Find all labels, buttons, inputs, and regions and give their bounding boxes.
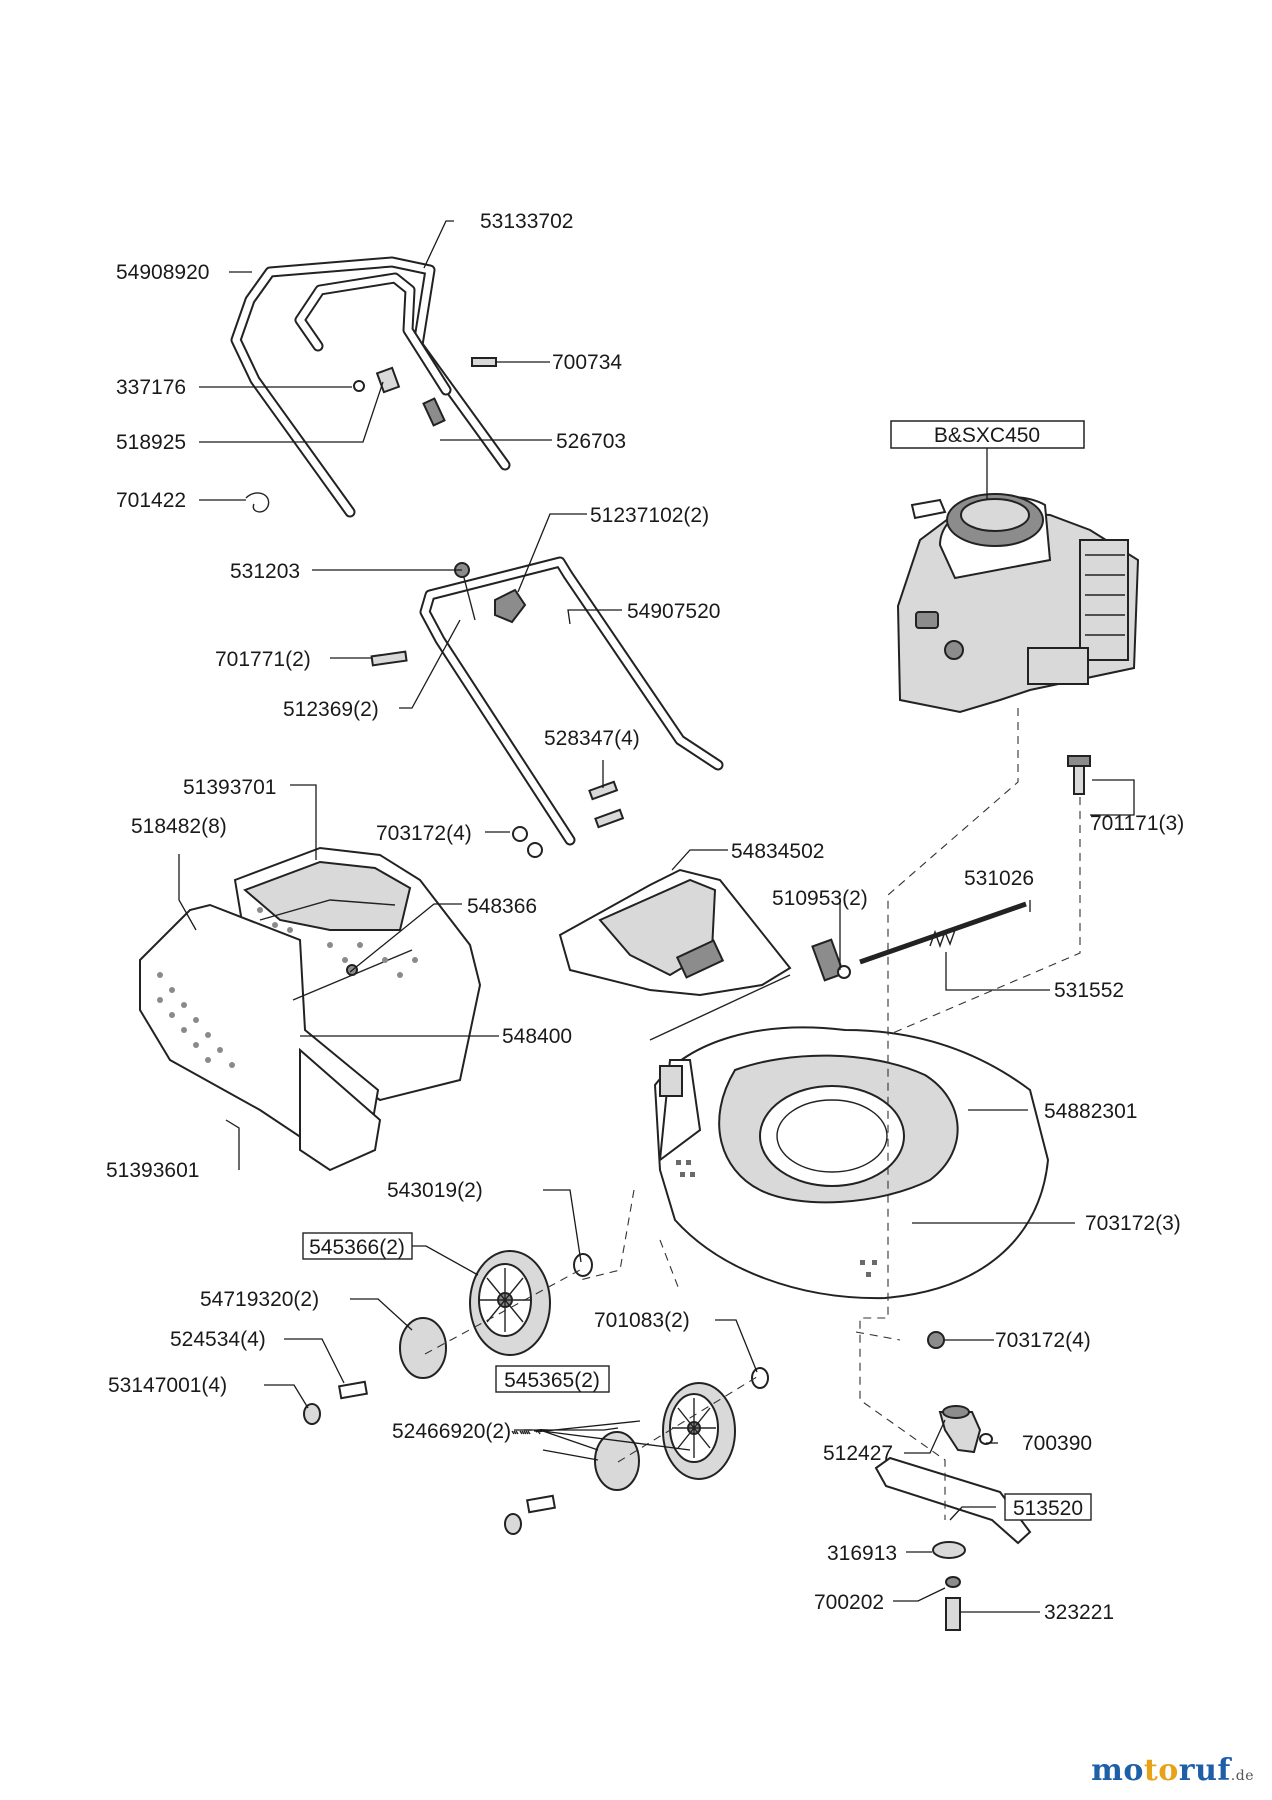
rear-wheel-545366	[469, 1250, 551, 1356]
label-513520: 513520	[1013, 1497, 1083, 1520]
label-316913: 316913	[827, 1542, 897, 1565]
leader-lines	[178, 220, 1135, 1613]
grass-bag-dot-pattern	[157, 907, 418, 1068]
watermark-mo: mo	[1091, 1753, 1144, 1788]
label-703172-4b: 703172(4)	[995, 1329, 1091, 1352]
label-545365: 545365(2)	[504, 1369, 600, 1392]
label-52466920: 52466920(2)	[392, 1420, 511, 1443]
engine-illustration	[896, 493, 1140, 714]
box-545366	[302, 1232, 413, 1260]
label-518482: 518482(8)	[131, 815, 227, 838]
label-53147001: 53147001(4)	[108, 1374, 227, 1397]
label-700390: 700390	[1022, 1432, 1092, 1455]
label-510953: 510953(2)	[772, 887, 868, 910]
mower-deck	[653, 938, 1050, 1300]
upper-handle	[230, 256, 511, 518]
label-700202: 700202	[814, 1591, 884, 1614]
lower-handle	[419, 556, 724, 846]
rear-axle	[837, 901, 1027, 979]
label-701422: 701422	[116, 489, 186, 512]
label-524534: 524534(4)	[170, 1328, 266, 1351]
label-531552: 531552	[1054, 979, 1124, 1002]
label-543019: 543019(2)	[387, 1179, 483, 1202]
label-701083: 701083(2)	[594, 1309, 690, 1332]
part-number-labels: 54908920 53133702 337176 700734 518925 5…	[106, 210, 1184, 1624]
label-518925: 518925	[116, 431, 186, 454]
label-54908920: 54908920	[116, 261, 209, 284]
assembly-lines	[424, 708, 1081, 1520]
label-703172-4a: 703172(4)	[376, 822, 472, 845]
label-512369: 512369(2)	[283, 698, 379, 721]
label-54907520: 54907520	[627, 600, 720, 623]
label-54834502: 54834502	[731, 840, 824, 863]
grass-bag-frame	[139, 903, 413, 1172]
motoruf-watermark: motoruf.de	[1091, 1753, 1254, 1788]
label-512427: 512427	[823, 1442, 893, 1465]
label-54719320: 54719320(2)	[200, 1288, 319, 1311]
rear-deflector	[558, 868, 792, 1041]
box-513520	[1004, 1493, 1092, 1521]
label-700734: 700734	[552, 351, 622, 374]
label-548400: 548400	[502, 1025, 572, 1048]
deck-vent-holes	[676, 1160, 877, 1277]
label-53133702: 53133702	[480, 210, 573, 233]
blade-assembly	[874, 1405, 1032, 1631]
label-54882301: 54882301	[1044, 1100, 1137, 1123]
lower-handle-parts	[370, 562, 625, 858]
watermark-ruf: ruf	[1178, 1753, 1231, 1788]
label-548366: 548366	[467, 895, 537, 918]
watermark-tld: .de	[1230, 1768, 1254, 1784]
label-531026: 531026	[964, 867, 1034, 890]
label-703172-3: 703172(3)	[1085, 1212, 1181, 1235]
label-51237102: 51237102(2)	[590, 504, 709, 527]
label-526703: 526703	[556, 430, 626, 453]
engine-bolt	[1067, 755, 1091, 795]
engine-label: B&SXC450	[934, 424, 1040, 447]
box-545365	[495, 1365, 610, 1393]
handle-parts-small	[245, 357, 497, 513]
label-51393601: 51393601	[106, 1159, 199, 1182]
label-545366: 545366(2)	[309, 1236, 405, 1259]
label-323221: 323221	[1044, 1601, 1114, 1624]
label-701171: 701171(3)	[1090, 812, 1184, 835]
label-531203: 531203	[230, 560, 300, 583]
label-337176: 337176	[116, 376, 186, 399]
engine-label-box	[890, 420, 1085, 449]
label-701771: 701771(2)	[215, 648, 311, 671]
front-wheel-545365	[662, 1382, 736, 1480]
label-51393701: 51393701	[183, 776, 276, 799]
hubcaps-and-bolts	[303, 1253, 945, 1535]
label-528347: 528347(4)	[544, 727, 640, 750]
watermark-to: to	[1143, 1753, 1179, 1788]
